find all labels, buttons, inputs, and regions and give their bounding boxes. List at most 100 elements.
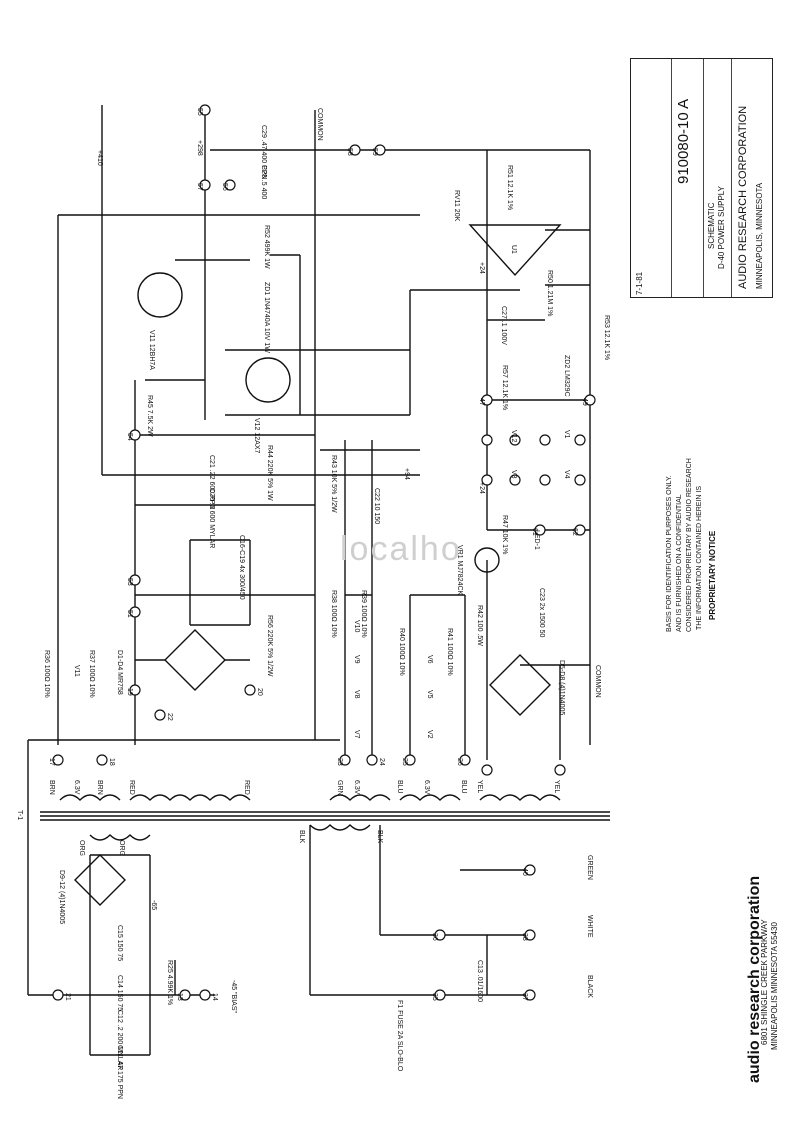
terminal-22: 22: [166, 713, 173, 721]
rv11-label: RV11 20K: [453, 190, 460, 222]
r51-label: R51 12.1K 1%: [506, 165, 513, 210]
title-block-title-1: SCHEMATIC: [707, 202, 716, 249]
blk2-label: BLK: [376, 830, 383, 844]
r37-label: R37 100Ω 10%: [88, 650, 95, 698]
c22-label: C22 10 150: [373, 488, 380, 524]
r50-label: R50 1.21M 1%: [546, 270, 553, 316]
terminal-20: 20: [256, 688, 263, 696]
d5-d8-label: D5-D8 (4)1N4005: [558, 660, 565, 715]
blk1-label: BLK: [298, 830, 305, 844]
drawing-number: 910080-10 A: [675, 98, 692, 184]
r57-label: R57 12.1K 1%: [501, 365, 508, 410]
terminal-26: 26: [456, 758, 463, 766]
c28-label: C28 .5 400: [260, 165, 267, 199]
c23-label: C23 2x 1500 50: [538, 588, 545, 638]
brand-address-2: MINNEAPOLIS MINNESOTA 55430: [770, 922, 779, 1050]
org1-label: ORG: [78, 840, 85, 856]
terminal-35: 35: [431, 993, 438, 1001]
v11-label: V11 12BH7A: [148, 330, 155, 370]
tube-v8-label: V8: [353, 690, 360, 699]
proprietary-notice: PROPRIETARY NOTICE THE INFORMATION CONTA…: [660, 340, 740, 640]
tube-v12-label: V12: [510, 430, 517, 443]
title-block-title-2: D-40 POWER SUPPLY: [717, 186, 726, 269]
terminal-62: 62: [571, 528, 578, 536]
terminal-58: 58: [346, 148, 353, 156]
notice-line-2: CONSIDERED PROPRIETARY BY AUDIO RESEARCH: [686, 458, 693, 632]
terminal-57: 57: [196, 183, 203, 191]
c13-label: C13 .01/1600: [476, 960, 483, 1002]
terminal-61: 61: [531, 528, 538, 536]
title-block-date: 7-1-81: [635, 271, 644, 295]
yel2-label: YEL: [553, 780, 560, 793]
blu1-label: BLU: [396, 780, 403, 794]
rail-common-bottom-label: COMMON: [594, 665, 601, 698]
c14-label: C14 150 75: [116, 975, 123, 1011]
v63a-label: 6.3V: [73, 780, 80, 795]
mains-green-label: GREEN: [586, 855, 593, 880]
tube-v10-label: V10: [353, 620, 360, 633]
terminal-23: 23: [336, 758, 343, 766]
rail-neg65-label: -65: [150, 900, 157, 910]
r39-label: R39 100Ω 10%: [360, 590, 367, 638]
terminal-36: 36: [431, 933, 438, 941]
terminal-18: 18: [108, 758, 115, 766]
fuse-label: F1 FUSE 2A SLO-BLO: [396, 1000, 403, 1072]
terminal-47: 47: [478, 398, 485, 406]
v12-label: V12 12AX7: [253, 418, 260, 454]
v63c-label: 6.3V: [423, 780, 430, 795]
c16-c19-label: C16-C19 4x 300/450: [238, 535, 245, 600]
u1-label: U1: [510, 245, 517, 254]
r47-label: R47 10K 1%: [501, 515, 508, 554]
grn-label: GRN: [336, 780, 343, 796]
terminal-59: 59: [371, 148, 378, 156]
rail-94-label: +94: [403, 468, 410, 480]
brn2-label: BRN: [96, 780, 103, 795]
d1-d4-label: D1-D4 MR758: [116, 650, 123, 695]
title-block-divider: [731, 59, 732, 297]
notice-line-1: THE INFORMATION CONTAINED HEREIN IS: [696, 485, 703, 630]
watermark: localho: [340, 530, 462, 568]
r56-label: R56 220K 5% 1/2W: [266, 615, 273, 677]
transformer-t1-label: T-1: [16, 810, 23, 820]
r41-label: R41 100Ω 10%: [446, 628, 453, 676]
yel1-label: YEL: [476, 780, 483, 793]
led1-label: LED-1: [533, 530, 540, 550]
org2-label: ORG: [118, 840, 125, 856]
terminal-40: 40: [521, 868, 528, 876]
title-block-divider: [703, 59, 704, 297]
r36-label: R36 100Ω 10%: [43, 650, 50, 698]
rail-410-label: +410: [96, 150, 103, 166]
tube-v9-label: V9: [353, 655, 360, 664]
r53-label: R53 12.1K 1%: [603, 315, 610, 360]
terminal-56: 56: [221, 183, 228, 191]
notice-heading: PROPRIETARY NOTICE: [708, 530, 717, 620]
terminal-19: 19: [126, 688, 133, 696]
tube-v3-label: V3: [510, 470, 517, 479]
terminal-17: 17: [48, 758, 55, 766]
tube-v1-label: V1: [563, 430, 570, 439]
c29-label: C29 .47 400 PPN: [260, 125, 267, 179]
tube-v2-label: V2: [426, 730, 433, 739]
mains-white-label: WHITE: [586, 915, 593, 938]
rail-common-label: COMMON: [316, 108, 323, 141]
tube-v6-label: V6: [426, 655, 433, 664]
r45-label: R45 7.5K 2W: [146, 395, 153, 437]
c11-label: C11 .47 175 PPN: [116, 1045, 123, 1099]
v63b-label: 6.3V: [353, 780, 360, 795]
terminal-51: 51: [126, 610, 133, 618]
r43-label: R43 10K 5% 1/2W: [330, 455, 337, 513]
terminal-24: 24: [378, 758, 385, 766]
brand-block: audio research corporation 6801 SHINGLE …: [718, 845, 779, 1085]
rail-24b-label: +24: [478, 482, 485, 494]
c12-label: C12 .2 200 MYLAR: [116, 1010, 123, 1070]
rail-298-label: +298: [196, 140, 203, 156]
c21-label: C21 .22 600 PPN: [208, 455, 215, 509]
title-block-divider: [671, 59, 672, 297]
zd2-label: ZD2 LM329C: [563, 355, 570, 397]
rail-bias-label: -45 "BIAS": [230, 980, 237, 1013]
title-block-company: AUDIO RESEARCH CORPORATION: [737, 105, 749, 289]
terminal-54: 54: [126, 433, 133, 441]
r38-label: R38 100Ω 10%: [330, 590, 337, 638]
terminal-37: 37: [521, 993, 528, 1001]
